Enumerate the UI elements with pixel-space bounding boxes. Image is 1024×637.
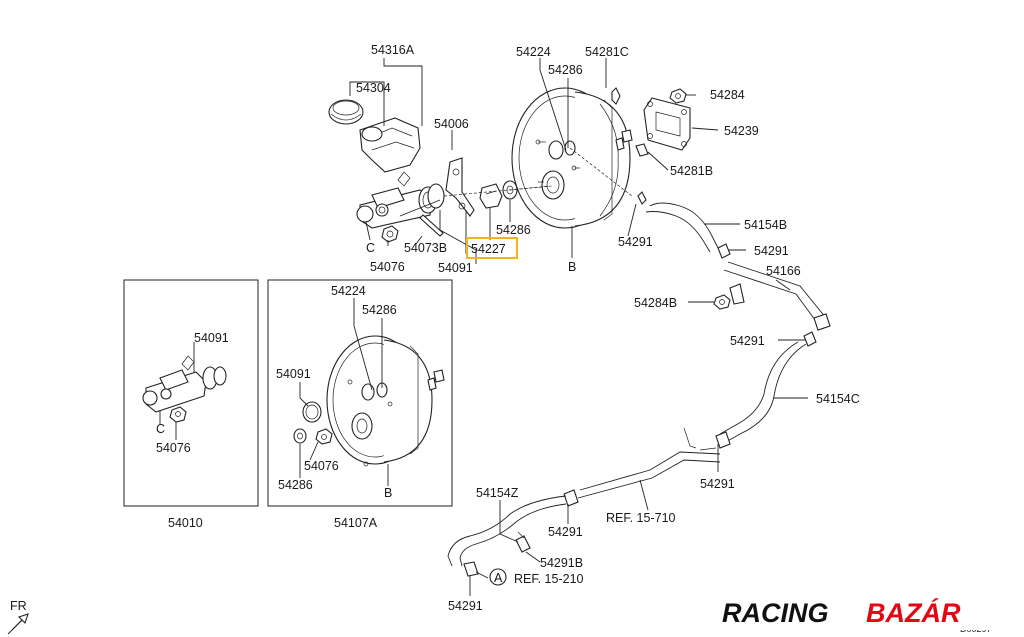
label-b-top: B [568,260,576,274]
label-54291-a: 54291 [618,235,653,249]
label-54291-c: 54291 [730,334,765,348]
front-direction-arrow-icon [7,613,29,635]
label-54076-top: 54076 [370,260,405,274]
label-54091-box1: 54091 [194,331,229,345]
label-54281C: 54281C [585,45,629,59]
label-54076-box1: 54076 [156,441,191,455]
brake-booster-kit [293,335,445,467]
label-54073B: 54073B [404,241,447,255]
label-b-box2: B [384,486,392,500]
bolt-b [713,294,731,310]
leader-lines-box2 [299,298,389,486]
label-54224-box2: 54224 [331,284,366,298]
label-54286-box2: 54286 [362,303,397,317]
kit-box-54010 [123,279,259,507]
reference-marker-a [489,568,507,586]
bracket [445,157,475,217]
leader-lines-bottom [469,479,649,596]
brand-logo-backdrop [708,592,1012,630]
label-54281B: 54281B [670,164,713,178]
label-ref-15-710: REF. 15-710 [606,511,676,525]
label-circle-a: A [494,571,503,585]
label-54166: 54166 [766,264,801,278]
master-cylinder-assembly [328,99,445,243]
leader-lines-top [349,58,808,472]
master-cylinder-kit [142,355,227,423]
check-valve-pipe [723,261,831,331]
label-54291-d: 54291 [700,477,735,491]
kit-box-54107A [267,279,453,507]
cylinder-body [356,171,438,229]
vacuum-pipe-long [577,427,721,499]
label-54227: 54227 [471,242,506,256]
highlight-box [466,237,518,259]
brake-booster-top [511,87,633,229]
label-54107A: 54107A [334,516,378,530]
label-54291B: 54291B [540,556,583,570]
reservoir [359,117,421,173]
label-54091-top: 54091 [438,261,473,275]
label-54316A: 54316A [371,43,415,57]
o-ring [427,183,445,209]
label-54006: 54006 [434,117,469,131]
label-c-top: C [366,241,375,255]
bolt [669,88,687,104]
label-54091-box2: 54091 [276,367,311,381]
label-54224-top: 54224 [516,45,551,59]
part-labels: 54316A 54304 54006 54224 54286 54281C 54… [10,43,992,634]
label-54239: 54239 [724,124,759,138]
label-54304: 54304 [356,81,391,95]
label-fr: FR [10,599,27,613]
brand-logo: RACING BAZÁR [708,592,1012,630]
nut [381,225,399,243]
label-54286-box2b: 54286 [278,478,313,492]
clip-c [611,87,621,105]
vacuum-hose-lower [447,489,579,577]
label-54291-e: 54291 [548,525,583,539]
leader-lines-box1 [159,342,195,440]
label-54291-f: 54291 [448,599,483,613]
reservoir-cap [328,99,364,125]
label-54284: 54284 [710,88,745,102]
label-54154B: 54154B [744,218,787,232]
vacuum-hose-middle [715,331,817,449]
pin [419,214,444,237]
brand-word-racing: RACING [722,598,829,628]
brand-word-bazar: BAZÁR [866,597,961,628]
label-c-box1: C [156,422,165,436]
gasket [643,97,691,151]
clevis [479,183,503,209]
label-54154C: 54154C [816,392,860,406]
label-54284B: 54284B [634,296,677,310]
label-ref-15-210: REF. 15-210 [514,572,584,586]
label-54291-b: 54291 [754,244,789,258]
vacuum-hose-upper [637,191,731,259]
label-54154Z: 54154Z [476,486,519,500]
clip-b [635,143,649,157]
label-54076-box2: 54076 [304,459,339,473]
label-54286-top: 54286 [548,63,583,77]
label-54010: 54010 [168,516,203,530]
label-54286-mid: 54286 [496,223,531,237]
